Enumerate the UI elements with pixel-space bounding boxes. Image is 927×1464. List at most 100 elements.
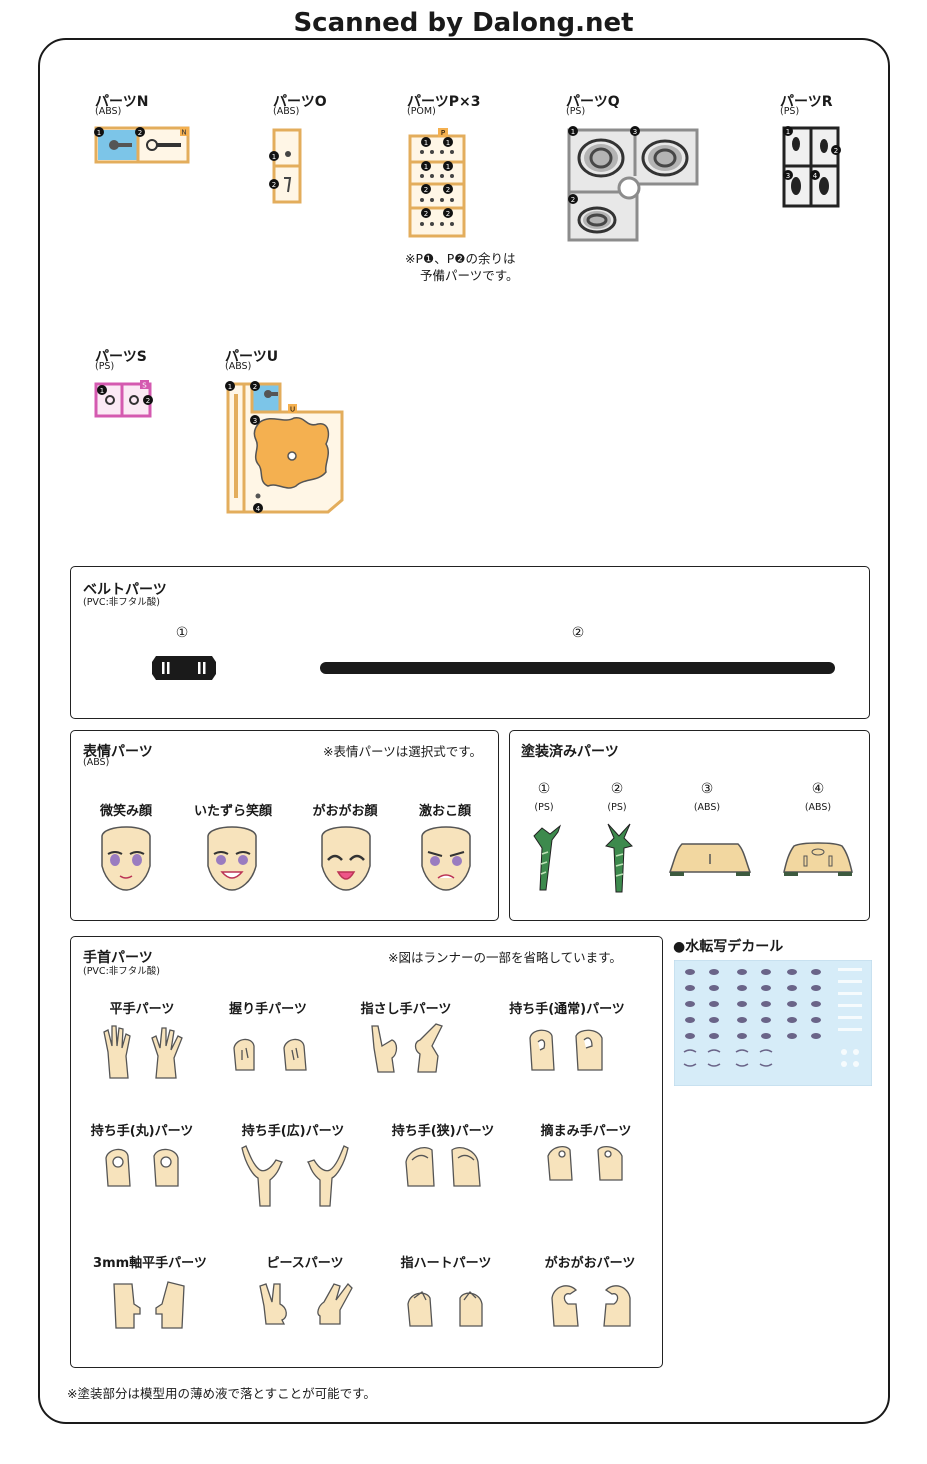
hand-fist-image [230,1034,310,1074]
belt-item-1-number: ① [170,625,194,641]
belt-buckle-part [150,654,218,682]
painted-item-4-material: (ABS) [794,802,842,813]
hand-label-finger-heart: 指ハートパーツ [390,1252,502,1271]
svg-text:3: 3 [786,172,790,180]
hand-3mm-flat-image [112,1278,188,1332]
decal-title: ●水転写デカール [673,936,783,956]
hand-label-holding-normal: 持ち手(通常)パーツ [496,998,638,1017]
svg-text:1: 1 [446,139,450,147]
hand-peace-image [258,1280,354,1328]
painted-title: 塗装済みパーツ [521,741,619,761]
painted-tie-1-image [530,824,562,894]
svg-text:2: 2 [571,196,575,204]
svg-text:N: N [181,129,186,137]
painted-item-1-material: (PS) [524,802,564,813]
runner-n-diagram: 1 2 N [92,124,192,166]
svg-text:1: 1 [571,128,575,136]
face-label-gaogao: がおがお顔 [303,800,387,819]
hand-holding-narrow-image [404,1142,484,1190]
svg-text:4: 4 [256,505,261,513]
svg-text:U: U [290,406,295,414]
svg-text:1: 1 [446,163,450,171]
hand-label-holding-wide: 持ち手(広)パーツ [230,1120,356,1139]
runner-s-material: (PS) [95,361,114,372]
face-mischief-image [204,826,260,892]
svg-text:S: S [142,382,147,390]
face-smile-image [98,826,154,892]
runner-n-material: (ABS) [95,106,121,117]
painted-item-2-material: (PS) [597,802,637,813]
hand-pinch-image [546,1142,626,1184]
hand-label-holding-round: 持ち手(丸)パーツ [80,1120,204,1139]
painted-item-3-material: (ABS) [683,802,731,813]
face-gaogao-image [318,826,374,892]
faces-note: ※表情パーツは選択式です。 [323,741,482,760]
painted-item-2-number: ② [605,781,629,797]
svg-text:1: 1 [97,129,101,137]
hand-pointing-image [370,1020,446,1076]
runner-u-diagram: U 1 2 3 4 [222,378,348,516]
runner-p-material: (POM) [407,106,436,117]
hand-label-pointing: 指さし手パーツ [350,998,462,1017]
svg-text:2: 2 [272,181,276,189]
hand-holding-wide-image [240,1142,350,1212]
hand-holding-normal-image [526,1026,610,1076]
painted-part-4-image [782,840,854,880]
svg-text:1: 1 [272,153,276,161]
painted-item-4-number: ④ [806,781,830,797]
belt-item-2-number: ② [566,625,590,641]
face-angry-image [418,826,474,892]
painted-part-3-image [668,840,752,880]
belt-material: (PVC:非フタル酸) [83,594,160,608]
hand-label-gaogao: がおがおパーツ [532,1252,648,1271]
runner-p-note-line2: 予備パーツです。 [420,265,519,284]
svg-text:4: 4 [813,172,818,180]
hand-finger-heart-image [404,1286,488,1330]
runner-q-diagram: 1 3 2 [563,124,703,246]
watermark-text: Scanned by Dalong.net [0,8,927,38]
runner-r-diagram: 1 2 3 4 [778,124,844,212]
svg-text:1: 1 [228,383,232,391]
face-label-smile: 微笑み顔 [86,800,166,819]
runner-s-diagram: S 1 2 [92,378,156,420]
belt-strap-part [320,662,835,674]
svg-text:2: 2 [834,147,838,155]
svg-text:2: 2 [424,186,428,194]
hand-label-peace: ピースパーツ [252,1252,358,1271]
runner-u-material: (ABS) [225,361,251,372]
painted-item-1-number: ① [532,781,556,797]
svg-text:1: 1 [786,128,790,136]
face-label-angry: 激おこ顔 [405,800,485,819]
hand-holding-round-image [104,1146,184,1190]
runner-o-diagram: 1 2 [266,124,306,208]
svg-text:2: 2 [446,186,450,194]
svg-text:1: 1 [100,387,104,395]
painted-tie-2-image [604,820,634,894]
svg-text:2: 2 [146,397,150,405]
footer-note: ※塗装部分は模型用の薄め液で落とすことが可能です。 [67,1383,376,1402]
svg-text:2: 2 [253,383,257,391]
svg-text:P: P [441,129,445,137]
face-label-mischief: いたずら笑顔 [186,800,280,819]
hand-label-pinch: 摘まみ手パーツ [530,1120,642,1139]
svg-text:2: 2 [424,210,428,218]
hand-gaogao-image [550,1280,634,1330]
runner-o-material: (ABS) [273,106,299,117]
svg-text:1: 1 [424,139,428,147]
decal-sheet-image [674,960,872,1086]
svg-text:2: 2 [138,129,142,137]
hand-label-holding-narrow: 持ち手(狭)パーツ [380,1120,506,1139]
svg-text:3: 3 [253,417,257,425]
painted-item-3-number: ③ [695,781,719,797]
faces-material: (ABS) [83,757,109,768]
runner-q-material: (PS) [566,106,585,117]
hand-label-flat: 平手パーツ [92,998,192,1017]
svg-text:2: 2 [446,210,450,218]
runner-r-material: (PS) [780,106,799,117]
hand-label-3mm-flat: 3mm軸平手パーツ [82,1252,218,1271]
hand-label-fist: 握り手パーツ [216,998,320,1017]
hands-material: (PVC:非フタル酸) [83,963,160,977]
belt-section [70,566,870,719]
hands-note: ※図はランナーの一部を省略しています。 [388,947,622,966]
svg-text:3: 3 [633,128,637,136]
